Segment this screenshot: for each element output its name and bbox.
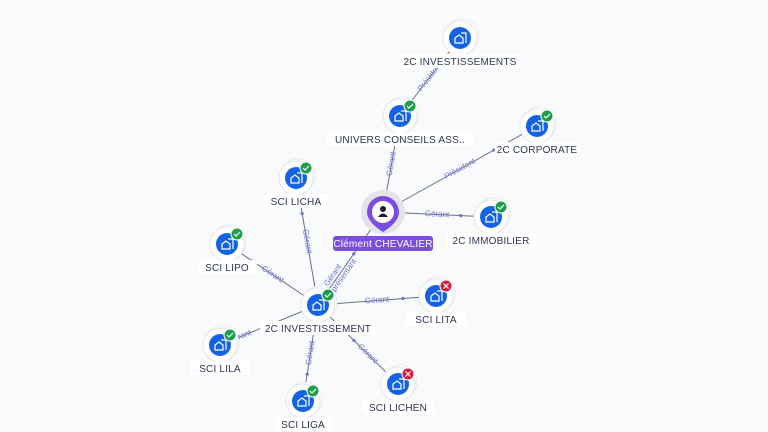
node-label-bg xyxy=(494,142,580,156)
company-circle xyxy=(449,27,471,49)
edge-line xyxy=(317,304,399,385)
node-label-bg xyxy=(362,400,434,414)
check-icon xyxy=(223,328,237,342)
node-label: 2C INVESTISSEMENT xyxy=(265,324,371,335)
node-label: Clément CHEVALIER xyxy=(333,239,432,250)
node-lichen[interactable]: SCI LICHEN xyxy=(362,364,434,414)
status-glyph xyxy=(543,113,551,119)
edge-label: Gérant xyxy=(301,229,314,255)
node-person[interactable]: Clément CHEVALIER xyxy=(333,190,433,251)
node-inv[interactable]: 2C INVESTISSEMENT xyxy=(260,285,376,335)
edge-line xyxy=(382,125,538,213)
node-label: SCI LIGA xyxy=(281,420,325,431)
status-glyph xyxy=(233,231,241,237)
building-icon xyxy=(454,32,467,44)
node-label-bg xyxy=(333,236,433,251)
node-label: 2C INVESTISSEMENTS xyxy=(403,57,516,68)
status-glyph xyxy=(302,165,310,171)
node-label-bg xyxy=(260,321,376,335)
node-immo[interactable]: 2C IMMOBILIER xyxy=(445,197,537,247)
status-glyph xyxy=(406,103,414,109)
edge-inv-lita: Gérant xyxy=(317,295,437,306)
node-licha[interactable]: SCI LICHA xyxy=(263,158,329,208)
status-glyph xyxy=(309,388,317,394)
node-label: UNIVERS CONSEILS ASS.. xyxy=(335,135,465,146)
node-label: SCI LILA xyxy=(199,364,241,375)
node-label-bg xyxy=(445,233,537,247)
edge-line xyxy=(226,243,319,306)
node-label-bg xyxy=(273,417,333,431)
node-lita[interactable]: SCI LITA xyxy=(406,276,466,326)
user-icon-body xyxy=(378,213,388,217)
node-label: SCI LICHEN xyxy=(369,403,427,414)
arrow-icon xyxy=(459,214,463,218)
node-label-bg xyxy=(197,260,257,274)
node-lila[interactable]: SCI LILA xyxy=(190,325,250,375)
node-label: SCI LICHA xyxy=(271,197,322,208)
status-glyph xyxy=(497,204,505,210)
check-icon xyxy=(321,288,335,302)
arrow-icon xyxy=(492,148,496,152)
node-label-bg xyxy=(190,361,250,375)
check-icon xyxy=(230,227,244,241)
node-inv2[interactable]: 2C INVESTISSEMENTS xyxy=(399,18,521,68)
node-label: 2C IMMOBILIER xyxy=(452,236,529,247)
edge-label: Gérant xyxy=(304,339,317,365)
edge-label: Gérant xyxy=(425,209,451,219)
status-glyph xyxy=(405,371,411,377)
arrow-icon xyxy=(352,252,356,256)
node-label: SCI LITA xyxy=(415,315,457,326)
arrow-icon xyxy=(401,296,405,301)
edge-label: Président xyxy=(443,156,478,181)
user-icon xyxy=(380,206,386,212)
node-univ[interactable]: UNIVERS CONSEILS ASS.. xyxy=(326,96,474,146)
check-icon xyxy=(299,161,313,175)
arrow-icon xyxy=(352,338,356,343)
node-corp[interactable]: 2C CORPORATE xyxy=(494,106,580,156)
edge-label: Gérant xyxy=(260,264,286,286)
check-icon xyxy=(306,384,320,398)
node-label-bg xyxy=(263,194,329,208)
check-icon xyxy=(494,200,508,214)
edge-line xyxy=(317,295,437,306)
node-label-bg xyxy=(406,312,466,326)
node-lipo[interactable]: SCI LIPO xyxy=(197,224,257,274)
status-glyph xyxy=(443,283,449,289)
node-label-bg xyxy=(326,132,474,146)
node-label: SCI LIPO xyxy=(205,263,249,274)
node-label-bg xyxy=(399,54,521,68)
arrow-icon xyxy=(305,372,309,376)
node-label: 2C CORPORATE xyxy=(497,145,578,156)
check-icon xyxy=(540,109,554,123)
check-icon xyxy=(403,99,417,113)
status-glyph xyxy=(324,292,332,298)
arrow-icon xyxy=(300,211,304,216)
node-liga[interactable]: SCI LIGA xyxy=(273,381,333,431)
edge-label: Gérant xyxy=(364,295,390,306)
edge-label: Gérant xyxy=(385,150,398,176)
status-glyph xyxy=(226,332,234,338)
